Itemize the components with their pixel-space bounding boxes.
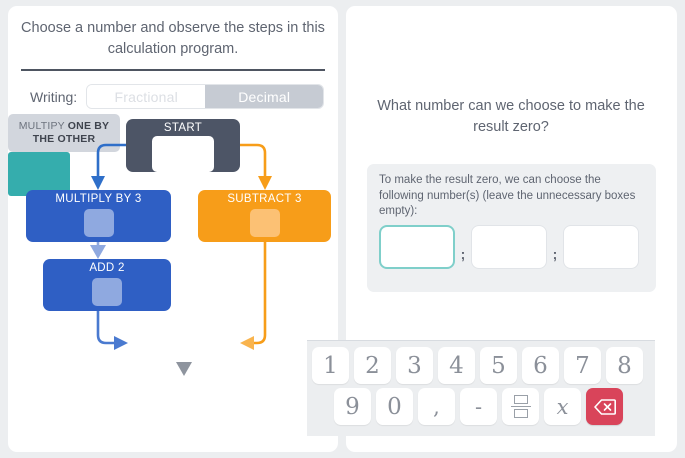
keypad-row-1: 1 2 3 4 5 6 7 8 [307,341,655,384]
key-x[interactable]: x [544,388,581,425]
flow-node-add-2-value [92,278,122,306]
numeric-keypad: 1 2 3 4 5 6 7 8 9 0 , - x [307,340,655,436]
flow-node-combine-label-bold: ONE BY THE OTHER [32,120,110,145]
flow-node-subtract-3[interactable]: SUBTRACT 3 [198,190,331,242]
answer-separator-2: ; [552,246,558,262]
key-fraction[interactable] [502,388,539,425]
flow-node-multiply-by-3[interactable]: MULTIPLY BY 3 [26,190,171,242]
flow-node-combine-label: MULTIPY ONE BY THE OTHER [8,120,120,146]
flow-node-start-input[interactable] [152,136,214,172]
writing-option-decimal[interactable]: Decimal [205,85,324,108]
answer-instruction: To make the result zero, we can choose t… [379,174,636,217]
flow-node-add-2-label: ADD 2 [89,262,125,274]
key-3[interactable]: 3 [396,347,433,384]
flow-node-start[interactable]: START [126,119,240,172]
flow-node-result [8,152,70,196]
key-7[interactable]: 7 [564,347,601,384]
question-text: What number can we choose to make the re… [377,98,645,135]
answer-input-3[interactable] [563,225,639,269]
writing-mode-row: Writing: Fractional Decimal [30,84,325,109]
key-2[interactable]: 2 [354,347,391,384]
key-backspace[interactable] [586,388,623,425]
answer-input-1[interactable] [379,225,455,269]
key-comma[interactable]: , [418,388,455,425]
flow-node-multiply-by-3-label: MULTIPLY BY 3 [55,193,142,205]
keypad-row-2: 9 0 , - x [307,384,655,425]
flowchart-connectors [90,143,272,376]
backspace-icon [593,398,616,415]
title-divider [21,69,325,71]
answer-separator-1: ; [460,246,466,262]
page-title: Choose a number and observe the steps in… [21,20,325,57]
answer-input-2[interactable] [471,225,547,269]
writing-mode-toggle[interactable]: Fractional Decimal [86,84,325,109]
answer-boxes-row: ; ; [379,225,639,269]
flow-node-combine-label-plain: MULTIPY [18,120,68,132]
key-minus[interactable]: - [460,388,497,425]
flow-node-subtract-3-label: SUBTRACT 3 [227,193,302,205]
writing-option-fractional[interactable]: Fractional [87,85,206,108]
key-8[interactable]: 8 [606,347,643,384]
flow-node-start-label: START [163,122,203,134]
key-9[interactable]: 9 [334,388,371,425]
fraction-icon [510,394,531,419]
key-6[interactable]: 6 [522,347,559,384]
flow-node-add-2[interactable]: ADD 2 [43,259,171,311]
writing-label: Writing: [30,88,78,105]
key-5[interactable]: 5 [480,347,517,384]
answer-panel: To make the result zero, we can choose t… [367,164,656,292]
key-1[interactable]: 1 [312,347,349,384]
left-panel-card: Choose a number and observe the steps in… [8,6,338,452]
flow-node-subtract-3-value [249,209,280,237]
calculation-flowchart: START MULTIPLY BY 3 SUBTRACT 3 ADD 2 MUL… [8,114,338,414]
flow-node-multiply-by-3-value [83,209,114,237]
key-0[interactable]: 0 [376,388,413,425]
key-4[interactable]: 4 [438,347,475,384]
